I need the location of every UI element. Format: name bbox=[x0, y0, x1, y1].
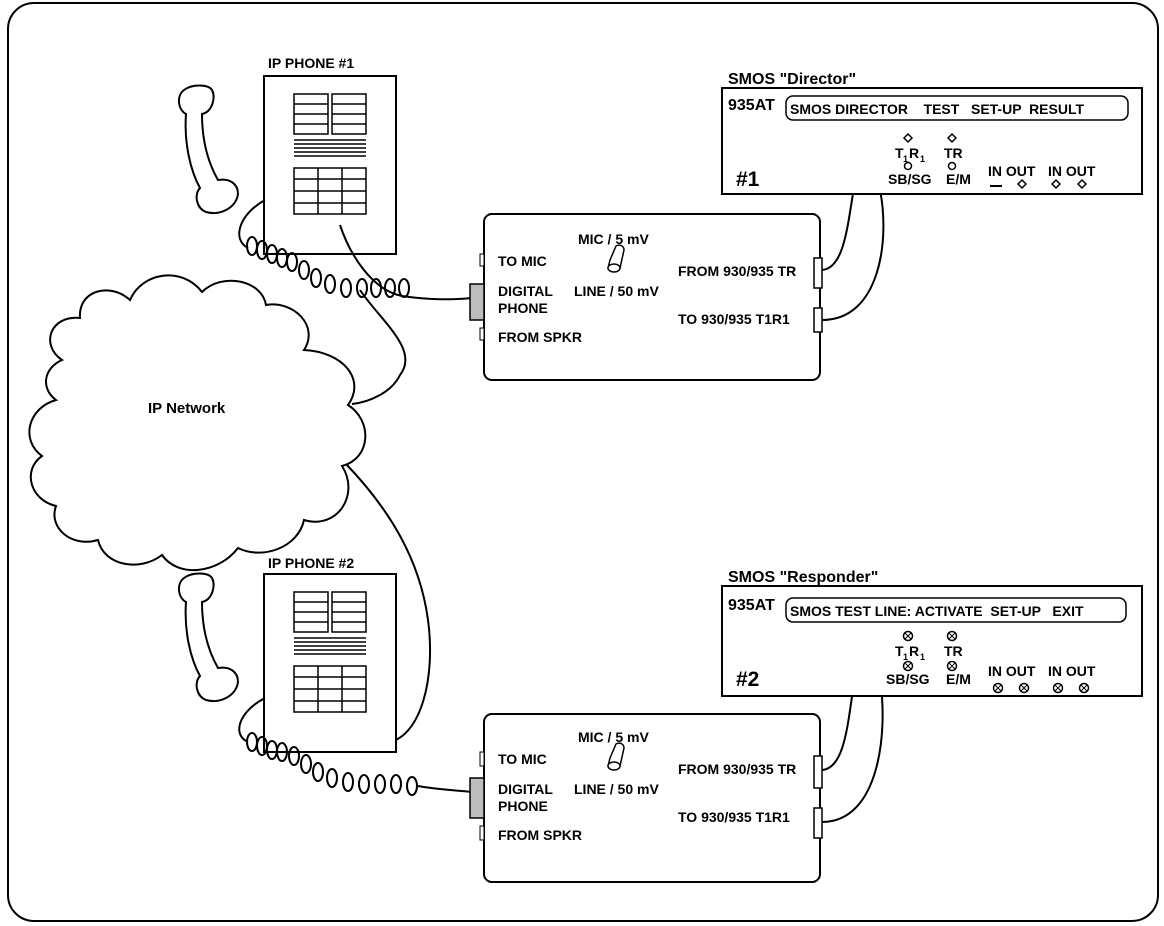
testset-1-screen bbox=[785, 95, 1129, 121]
handset-2-icon bbox=[177, 572, 239, 703]
adapter-2-to-t1r1: TO 930/935 T1R1 bbox=[678, 809, 790, 825]
testset-2-tr: TR bbox=[944, 643, 963, 659]
adapter-2-line-level: LINE / 50 mV bbox=[574, 781, 659, 797]
adapter-2-phone: PHONE bbox=[498, 798, 548, 814]
ip-phone-1-body bbox=[263, 75, 397, 255]
adapter-1-spkr-port bbox=[479, 327, 485, 341]
adapter-1-mic-level: MIC / 5 mV bbox=[578, 231, 649, 247]
testset-1-tr: TR bbox=[944, 145, 963, 161]
ip-network-cloud bbox=[28, 274, 367, 572]
adapter-1-to-t1r1: TO 930/935 T1R1 bbox=[678, 311, 790, 327]
adapter-1-digital: DIGITAL bbox=[498, 283, 553, 299]
testset-1-model: 935AT bbox=[728, 97, 775, 114]
testset-2-r-sub: 1 bbox=[920, 652, 925, 662]
testset-1-r-sub: 1 bbox=[920, 154, 925, 164]
outer-frame bbox=[7, 2, 1159, 922]
testset-2-model: 935AT bbox=[728, 597, 775, 614]
testset-1-screen-text: SMOS DIRECTOR TEST SET-UP RESULT bbox=[790, 101, 1084, 117]
adapter-2-digital: DIGITAL bbox=[498, 781, 553, 797]
testset-2-r: R bbox=[909, 643, 919, 659]
adapter-1-t1r1-port bbox=[813, 307, 823, 333]
phone-2-cord-coils bbox=[246, 732, 418, 796]
testset-1-inout-1: IN OUT bbox=[988, 163, 1036, 179]
testset-2-t: T bbox=[895, 643, 904, 659]
adapter-2-tr-port bbox=[813, 755, 823, 789]
handset-1-icon bbox=[177, 84, 239, 215]
testset-2-caption: SMOS "Responder" bbox=[728, 569, 878, 586]
adapter-2-from-tr: FROM 930/935 TR bbox=[678, 761, 796, 777]
adapter-1-mic-port bbox=[479, 253, 485, 267]
testset-2-t-sub: 1 bbox=[903, 652, 908, 662]
testset-2-inout-1: IN OUT bbox=[988, 663, 1036, 679]
testset-2-screen-text: SMOS TEST LINE: ACTIVATE SET-UP EXIT bbox=[790, 603, 1084, 619]
adapter-1-line-level: LINE / 50 mV bbox=[574, 283, 659, 299]
testset-1-unit: #1 bbox=[736, 168, 760, 191]
adapter-2-mic-level: MIC / 5 mV bbox=[578, 729, 649, 745]
adapter-1-digital-port bbox=[469, 283, 485, 321]
testset-2-jack-crosses bbox=[904, 632, 1088, 692]
testset-1-em: E/M bbox=[946, 171, 971, 187]
adapter-2-from-spkr: FROM SPKR bbox=[498, 827, 582, 843]
testset-1-inout-2: IN OUT bbox=[1048, 163, 1096, 179]
testset-1-caption: SMOS "Director" bbox=[728, 71, 856, 88]
phone-2-cord bbox=[238, 697, 266, 743]
adapter-1-tr-port bbox=[813, 257, 823, 289]
testset-2-em: E/M bbox=[946, 671, 971, 687]
ip-network-label: IP Network bbox=[148, 400, 226, 417]
adapter-1-from-tr: FROM 930/935 TR bbox=[678, 263, 796, 279]
testset-2-screen bbox=[785, 597, 1127, 623]
adapter-2-level-switch[interactable] bbox=[607, 742, 625, 771]
testset-2-box bbox=[721, 585, 1143, 697]
ip-phone-2-body bbox=[263, 573, 397, 753]
ip-phone-2-title: IP PHONE #2 bbox=[268, 555, 354, 571]
adapter-2-mic-port bbox=[479, 751, 485, 767]
adapter-2-to-mic: TO MIC bbox=[498, 751, 547, 767]
adapter-1-phone: PHONE bbox=[498, 300, 548, 316]
phone-1-data-cable bbox=[339, 224, 473, 301]
phone-1-cord bbox=[238, 199, 266, 249]
testset-1-sbsg: SB/SG bbox=[888, 171, 932, 187]
adapter-1-from-spkr: FROM SPKR bbox=[498, 329, 582, 345]
testset-1-t-sub: 1 bbox=[903, 154, 908, 164]
ip-phone-1-title: IP PHONE #1 bbox=[268, 55, 354, 71]
adapter-2-spkr-port bbox=[479, 825, 485, 841]
phone-1-network-cable bbox=[351, 289, 407, 405]
testset-1-t: T bbox=[895, 145, 904, 161]
phone-1-cord-coils bbox=[246, 236, 410, 298]
testset-2-inout-2: IN OUT bbox=[1048, 663, 1096, 679]
adapter-1-to-mic: TO MIC bbox=[498, 253, 547, 269]
testset-1-box bbox=[721, 87, 1143, 195]
adapter-1-level-switch[interactable] bbox=[607, 244, 625, 273]
adapter-2-digital-port bbox=[469, 777, 485, 819]
testset-2-unit: #2 bbox=[736, 668, 759, 691]
testset-1-r: R bbox=[909, 145, 919, 161]
testset-1-jacks bbox=[902, 132, 1088, 190]
adapter-2-t1r1-port bbox=[813, 807, 823, 839]
phone-2-data-cable bbox=[417, 785, 473, 793]
testset-2-sbsg: SB/SG bbox=[886, 671, 930, 687]
